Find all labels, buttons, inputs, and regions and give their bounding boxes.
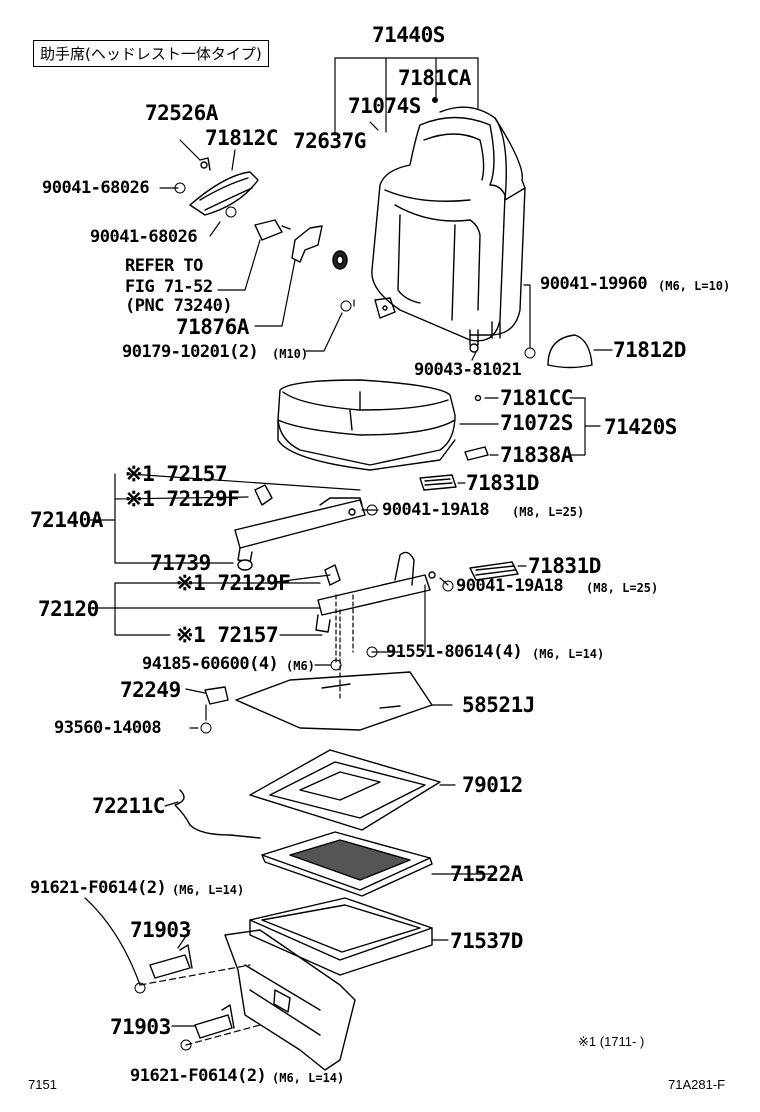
callout-71739: 71739 xyxy=(150,551,211,575)
callout-72140A: 72140A xyxy=(30,508,103,532)
mat-detail xyxy=(321,683,401,709)
wire-72211C-drawing xyxy=(174,789,261,839)
callout-79012: 79012 xyxy=(462,773,523,797)
tray-79012-drawing xyxy=(249,749,441,831)
headrest-cover-drawing xyxy=(547,334,593,369)
callout-91621-F0614-a: 91621-F0614(2) xyxy=(30,878,167,898)
leader-lines xyxy=(84,57,613,1046)
callout-90041-68026-b: 90041-68026 xyxy=(90,227,198,247)
frame-71537D-drawing xyxy=(249,897,433,976)
callout-94185-spec: (M6) xyxy=(286,659,315,673)
seat-riser-drawing xyxy=(224,929,356,1071)
callout-90179-spec: (M10) xyxy=(272,347,309,361)
callout-91621-F0614-b: 91621-F0614(2) xyxy=(130,1066,267,1086)
callout-72249: 72249 xyxy=(120,678,181,702)
figure-title: 助手席(ヘッドレスト一体タイプ) xyxy=(33,40,269,67)
handle-71903-a-drawing xyxy=(149,944,193,979)
rail-outer-drawing xyxy=(315,551,436,633)
callout-71812D: 71812D xyxy=(613,338,686,362)
callout-71812C: 71812C xyxy=(205,126,278,150)
figure-number: 7151 xyxy=(28,1077,57,1092)
knob-drawing xyxy=(254,219,291,241)
refer-line-3: (PNC 73240) xyxy=(125,296,233,316)
refer-line-2: FIG 71-52 xyxy=(125,277,213,297)
callout-91621-a-spec: (M6, L=14) xyxy=(172,883,245,897)
footnote-note: ※1 (1711- ) xyxy=(578,1034,645,1049)
cover-71831D-b-drawing xyxy=(469,561,519,581)
clip-7181CC-drawing xyxy=(474,394,482,402)
callout-90041-19960-spec: (M6, L=10) xyxy=(658,279,731,293)
callout-71831D-a: 71831D xyxy=(466,471,539,495)
callout-71903-a: 71903 xyxy=(130,918,191,942)
handle-71903-b-drawing xyxy=(194,1004,235,1039)
callout-72120: 72120 xyxy=(38,597,99,621)
callout-90041-19960: 90041-19960 xyxy=(540,274,648,294)
washer-drawing xyxy=(332,250,348,270)
callout-71522A: 71522A xyxy=(450,862,523,886)
seat-back-drawing xyxy=(371,106,526,353)
callout-90041-19A18-b: 90041-19A18 xyxy=(456,576,564,596)
callout-91621-b-spec: (M6, L=14) xyxy=(272,1071,345,1085)
callout-93560-14008: 93560-14008 xyxy=(54,718,162,738)
pan-71522A-drawing xyxy=(261,831,433,897)
callout-90041-68026-a: 90041-68026 xyxy=(42,178,150,198)
callout-71903-b: 71903 xyxy=(110,1015,171,1039)
callout-72157-a: ※1 72157 xyxy=(125,462,228,486)
callout-90043-81021: 90043-81021 xyxy=(414,360,522,380)
callout-72129F-b: ※1 72129F xyxy=(176,571,291,595)
callout-90179-10201: 90179-10201(2) xyxy=(122,342,259,362)
callout-91551-80614: 91551-80614(4) xyxy=(386,642,523,662)
callout-90041-19A18-a-spec: (M8, L=25) xyxy=(512,505,585,519)
callout-90041-19A18-a: 90041-19A18 xyxy=(382,500,490,520)
callout-72526A: 72526A xyxy=(145,101,218,125)
mat-58521J-drawing xyxy=(235,671,433,731)
callout-58521J: 58521J xyxy=(462,693,535,717)
rail-inner-drawing xyxy=(234,484,366,571)
callout-72637G: 72637G xyxy=(293,129,366,153)
seat-cushion-drawing xyxy=(277,379,456,471)
callout-72157-b: ※1 72157 xyxy=(176,623,279,647)
callout-91551-spec: (M6, L=14) xyxy=(532,647,605,661)
illustration-code: 71A281-F xyxy=(668,1077,726,1092)
bracket-72249-drawing xyxy=(204,686,229,705)
callout-7181CC: 7181CC xyxy=(500,386,573,410)
callout-90041-19A18-b-spec: (M8, L=25) xyxy=(586,581,659,595)
clip-71838A-drawing xyxy=(464,446,489,461)
callout-71440S: 71440S xyxy=(372,23,445,47)
callout-94185-60600: 94185-60600(4) xyxy=(142,654,279,674)
callout-71876A: 71876A xyxy=(176,315,249,339)
callout-71831D-b: 71831D xyxy=(528,554,601,578)
callout-71072S: 71072S xyxy=(500,411,573,435)
refer-line-1: REFER TO xyxy=(125,256,203,276)
callout-72211C: 72211C xyxy=(92,794,165,818)
callout-71537D: 71537D xyxy=(450,929,523,953)
callout-7181CA: 7181CA xyxy=(398,66,471,90)
callout-71838A: 71838A xyxy=(500,443,573,467)
callout-71074S: 71074S xyxy=(348,94,421,118)
fastener-symbols xyxy=(134,97,536,1051)
cover-71831D-a-drawing xyxy=(419,474,457,491)
recliner-cover-drawing xyxy=(189,157,259,216)
callout-71420S: 71420S xyxy=(604,415,677,439)
callout-72129F-a: ※1 72129F xyxy=(125,487,240,511)
bracket-drawing xyxy=(291,225,323,263)
